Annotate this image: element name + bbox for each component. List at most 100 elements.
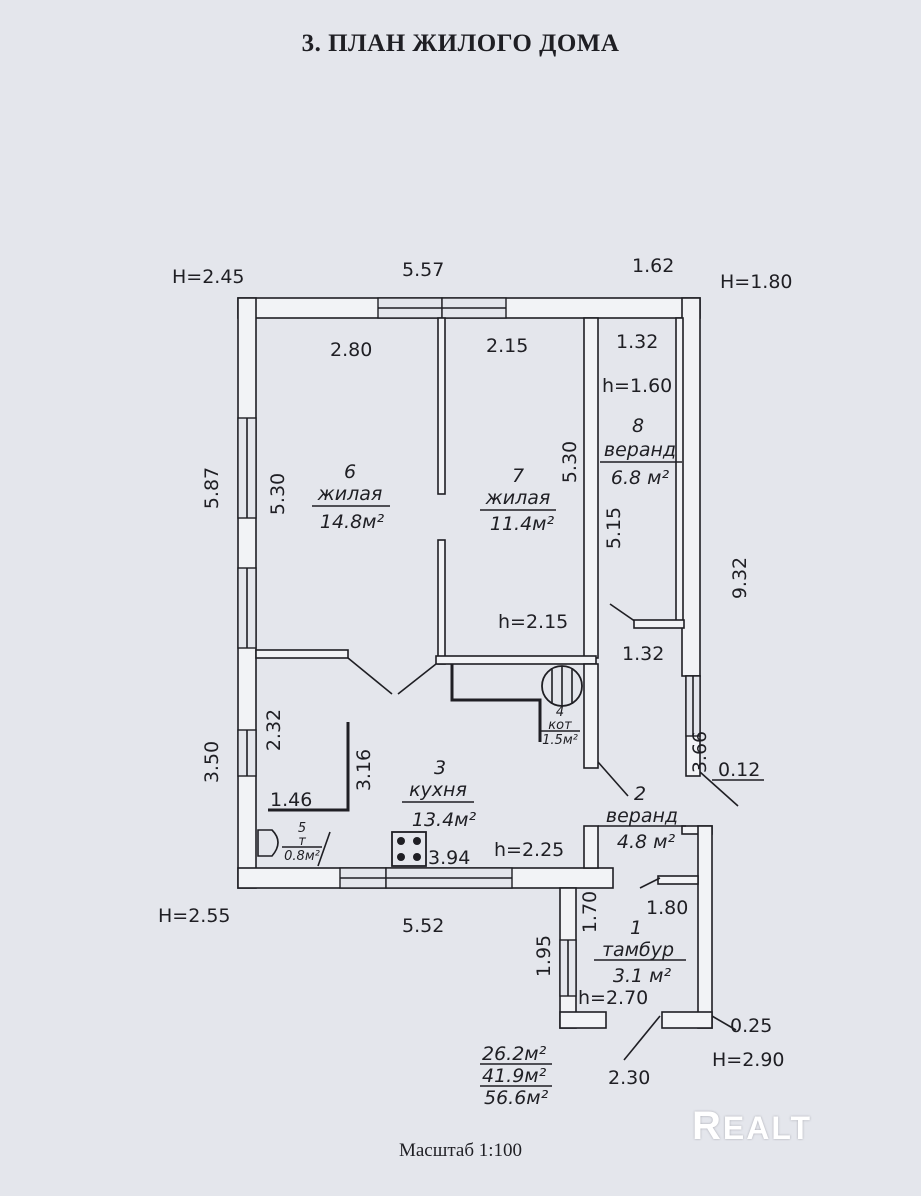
annex-right-wall: [697, 825, 713, 1029]
area-totals: 26.2м² 41.9м² 56.6м²: [480, 1043, 552, 1109]
dim-room6-depth: 5.30: [267, 473, 289, 515]
room-8-label: 8 веранд 6.8 м²: [600, 415, 682, 489]
room-7-label: 7 жилая 11.4м²: [480, 465, 556, 535]
dim-room7-width: 2.15: [486, 335, 528, 357]
room-area: 0.8м²: [284, 849, 320, 864]
door-swing-5: [317, 831, 331, 867]
leader-0-12: [699, 771, 739, 807]
room-1-label: 1 тамбур 3.1 м²: [594, 917, 686, 987]
partition-veranda2: [583, 825, 599, 869]
ceiling-kitchen: h=2.25: [494, 839, 564, 861]
room-number: 8: [632, 415, 644, 437]
bath-partition: [268, 722, 350, 812]
room-area: 1.5м²: [542, 733, 578, 748]
room-number: 4: [556, 705, 564, 720]
height-top-right: H=1.80: [720, 271, 793, 293]
room-area: 14.8м²: [320, 511, 385, 533]
dim-top-main: 5.57: [402, 259, 444, 281]
room-name: кухня: [409, 779, 467, 801]
annex-bottom-right: [661, 1011, 713, 1029]
interior-walls: [255, 317, 685, 869]
door-swing-7: [397, 663, 437, 695]
ceiling-veranda8: h=1.60: [602, 375, 672, 397]
veranda-inner-wall: [675, 317, 684, 625]
annex-walls: [559, 771, 739, 1061]
dim-vestibule-width: 1.80: [646, 897, 688, 919]
door-swing-2: [597, 761, 629, 797]
door-swing-1: [639, 877, 661, 889]
dim-veranda8-depth: 5.15: [603, 507, 625, 549]
dim-wall-offset: 0.12: [718, 759, 760, 781]
room-5-label: 5 т 0.8м²: [282, 821, 322, 864]
dim-left-upper: 5.87: [201, 467, 223, 509]
partition-6-7-upper: [437, 317, 446, 495]
vestibule-partition: [657, 875, 699, 885]
height-bottom-left: H=2.55: [158, 905, 231, 927]
room-name: веранд: [606, 805, 678, 827]
ceiling-vestibule: h=2.70: [578, 987, 648, 1009]
room-3-label: 3 кухня 13.4м²: [402, 757, 477, 831]
room-number: 6: [344, 461, 356, 483]
page-title: 3. ПЛАН ЖИЛОГО ДОМА: [301, 30, 620, 57]
toilet-icon: [257, 829, 279, 857]
leader-0-25: [711, 1015, 737, 1031]
wall-room7-bottom: [435, 655, 597, 665]
room-area: 13.4м²: [412, 809, 477, 831]
room-2-label: 2 веранд 4.8 м²: [598, 783, 686, 853]
veranda8-door-wall: [633, 619, 685, 629]
room-area: 11.4м²: [490, 513, 555, 535]
dim-veranda8-width-top: 1.32: [616, 331, 658, 353]
room-name: тамбур: [602, 939, 674, 961]
height-bottom-right: H=2.90: [712, 1049, 785, 1071]
door-swing-8: [609, 603, 637, 623]
fixtures: [257, 665, 583, 867]
wall-room6-bottom: [255, 649, 349, 659]
dim-vestibule-wall: 0.25: [730, 1015, 772, 1037]
partition-7-8: [583, 317, 599, 659]
dim-veranda8-width-bottom: 1.32: [622, 643, 664, 665]
room-area: 3.1 м²: [613, 965, 672, 987]
room-number: 2: [634, 783, 646, 805]
dim-bath-width: 1.46: [270, 789, 312, 811]
dim-veranda2-depth: 3.66: [689, 731, 711, 773]
stove-burner-icon: [397, 837, 405, 845]
dim-right-total: 9.32: [729, 557, 751, 599]
room-area: 6.8 м²: [611, 467, 670, 489]
room-6-label: 6 жилая 14.8м²: [312, 461, 390, 533]
room-number: 1: [630, 917, 642, 939]
dim-vestibule-depth: 1.70: [579, 891, 601, 933]
room-number: 3: [434, 757, 446, 779]
dim-kitchen-left: 2.32: [263, 709, 285, 751]
height-top-left: H=2.45: [172, 266, 245, 288]
dim-bottom-main: 5.52: [402, 915, 444, 937]
stove-burner-icon: [413, 837, 421, 845]
overall-area: 56.6м²: [484, 1087, 549, 1109]
total-area: 41.9м²: [482, 1065, 547, 1087]
dim-room7-depth: 5.30: [559, 441, 581, 483]
dim-kitchen-partition: 3.16: [353, 749, 375, 791]
room-4-label: 4 кот 1.5м²: [540, 705, 580, 748]
stove-burner-icon: [413, 853, 421, 861]
dim-vestibule-outer: 1.95: [533, 935, 555, 977]
stove-icon: [391, 831, 427, 867]
room-name: кот: [548, 718, 572, 733]
dim-room6-width: 2.80: [330, 339, 372, 361]
dim-left-lower: 3.50: [201, 741, 223, 783]
room-area: 4.8 м²: [617, 831, 676, 853]
room-name: жилая: [317, 483, 383, 505]
total-living-area: 26.2м²: [482, 1043, 547, 1065]
annex-bottom-left: [559, 1011, 607, 1029]
leader-2-30: [623, 1015, 661, 1061]
boiler-room-wall: [450, 664, 542, 742]
watermark-logo: REALT: [692, 1104, 813, 1148]
room-name: жилая: [485, 487, 551, 509]
stove-burner-icon: [397, 853, 405, 861]
room-name: веранд: [604, 439, 676, 461]
partition-6-7-lower: [437, 539, 446, 665]
dim-top-veranda: 1.62: [632, 255, 674, 277]
door-swing-6: [347, 657, 393, 695]
room-number: 7: [512, 465, 524, 487]
scale-label: Масштаб 1:100: [398, 1140, 523, 1161]
room-name: т: [298, 834, 306, 849]
